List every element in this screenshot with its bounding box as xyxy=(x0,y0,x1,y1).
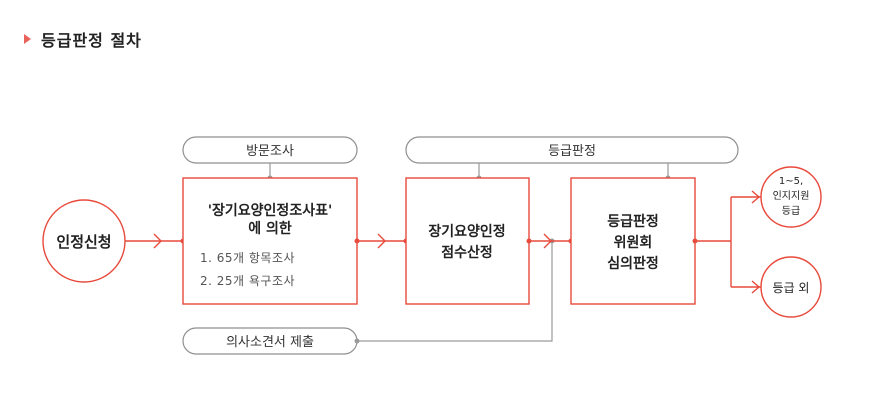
grade-result-line2: 인지지원 xyxy=(773,190,810,202)
survey-item-2: 2. 25개 욕구조사 xyxy=(200,274,295,288)
bullet-triangle-icon xyxy=(24,34,31,44)
branch-top-arrow-icon xyxy=(751,190,761,204)
grade-judgment-pill: 등급판정 xyxy=(405,136,739,164)
flow-arrow-1-icon xyxy=(153,233,162,249)
survey-box: '장기요양인정조사표' 에 의한 1. 65개 항목조사 2. 25개 욕구조사 xyxy=(182,177,358,305)
application-label: 인정신청 xyxy=(56,233,111,251)
flow-arrow-3-icon xyxy=(543,233,552,249)
score-line1: 장기요양인정 xyxy=(428,223,505,240)
application-node: 인정신청 xyxy=(42,199,126,283)
committee-line2: 위원회 xyxy=(614,235,653,251)
doctor-opinion-label: 의사소견서 제출 xyxy=(226,335,314,350)
committee-box: 등급판정 위원회 심의판정 xyxy=(570,177,696,305)
section-heading: 등급판정 절차 xyxy=(24,27,142,51)
score-line2: 점수산정 xyxy=(441,244,493,261)
outside-grade-node: 등급 외 xyxy=(760,256,822,318)
branch-bottom-arrow-icon xyxy=(751,280,761,294)
survey-title-line1: '장기요양인정조사표' xyxy=(208,202,333,219)
survey-item-1: 1. 65개 항목조사 xyxy=(200,251,295,265)
outside-grade-label: 등급 외 xyxy=(773,281,810,295)
doctor-opinion-connector xyxy=(357,241,553,342)
doctor-opinion-dot xyxy=(354,338,360,344)
grade-result-line3: 등급 xyxy=(782,205,800,217)
flow-arrow-2-icon xyxy=(377,233,386,249)
grade-result-node: 1~5, 인지지원 등급 xyxy=(760,166,822,228)
visit-survey-label: 방문조사 xyxy=(246,144,294,159)
visit-survey-pill: 방문조사 xyxy=(182,136,358,164)
survey-title-line2: 에 의한 xyxy=(248,220,292,237)
doctor-opinion-pill: 의사소견서 제출 xyxy=(182,327,358,355)
grade-result-line1: 1~5, xyxy=(779,176,803,187)
score-box: 장기요양인정 점수산정 xyxy=(405,177,530,305)
committee-line3: 심의판정 xyxy=(607,255,659,272)
committee-line1: 등급판정 xyxy=(607,213,659,230)
grade-judgment-label: 등급판정 xyxy=(548,144,596,159)
page-title: 등급판정 절차 xyxy=(41,31,142,50)
